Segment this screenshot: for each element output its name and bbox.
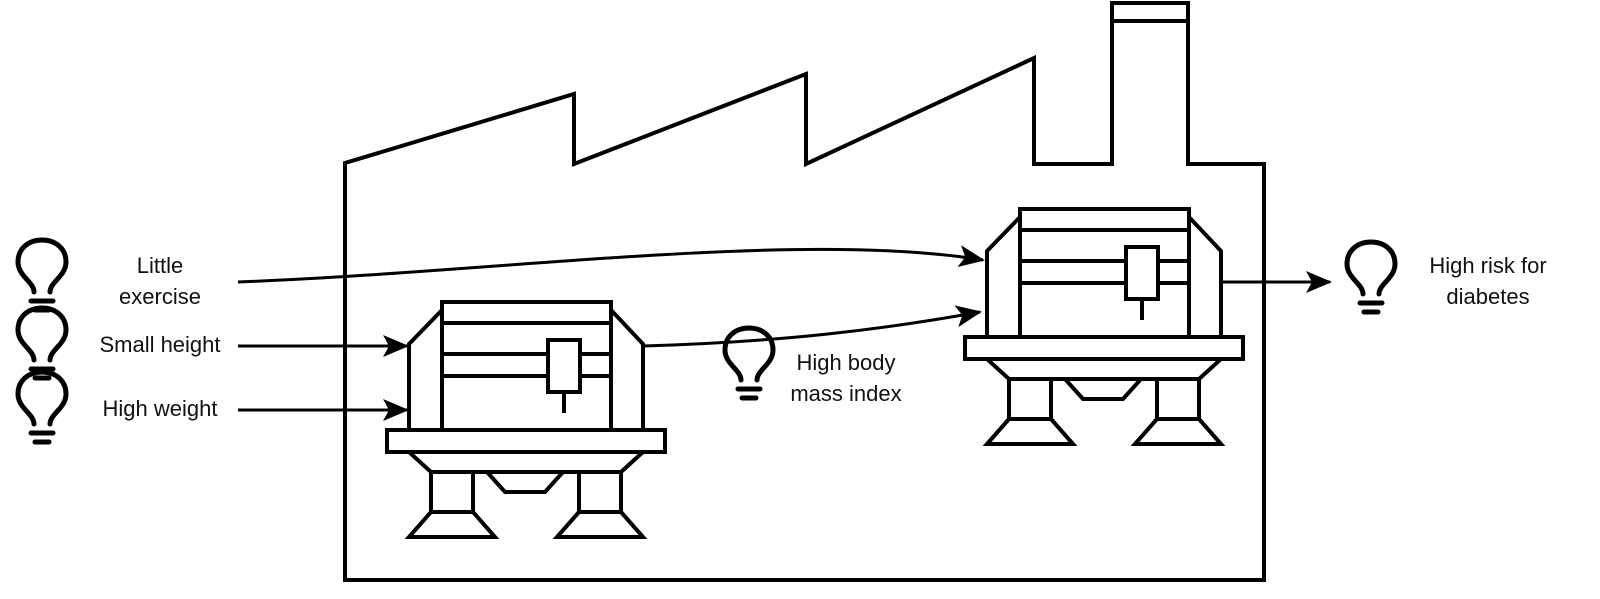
machine-icon	[963, 205, 1245, 446]
node-label: High weight	[103, 396, 218, 421]
lightbulb-icon	[18, 240, 66, 310]
node-label: exercise	[119, 284, 201, 309]
lightbulb-icon	[1347, 242, 1395, 312]
node-high-risk-diabetes: High risk for diabetes	[1429, 253, 1546, 309]
node-high-weight: High weight	[103, 396, 218, 421]
machine-icon	[385, 298, 667, 539]
edge-little-exercise-to-machine-2	[237, 245, 985, 284]
edge-machine-1-to-machine-2	[642, 305, 982, 348]
lightbulb-icon	[18, 308, 66, 378]
node-high-bmi: High body mass index	[790, 350, 901, 406]
node-small-height: Small height	[99, 332, 220, 357]
node-label: High risk for	[1429, 253, 1546, 278]
node-label: High body	[796, 350, 895, 375]
node-label: diabetes	[1446, 284, 1529, 309]
node-label: Little	[137, 253, 183, 278]
node-little-exercise: Little exercise	[119, 253, 201, 309]
node-label: mass index	[790, 381, 901, 406]
node-label: Small height	[99, 332, 220, 357]
lightbulb-icon	[18, 372, 66, 442]
factory-icon	[343, 1, 1266, 582]
